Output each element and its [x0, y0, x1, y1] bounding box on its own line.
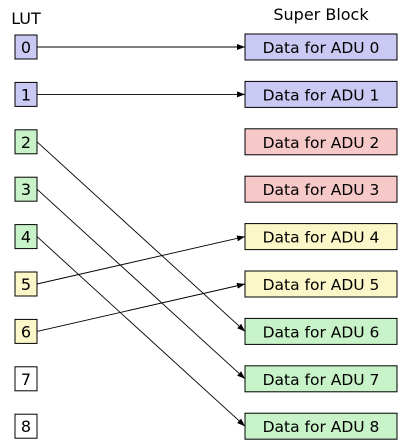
superblock-label: Data for ADU 3 — [263, 181, 380, 199]
superblock-entry: Data for ADU 3 — [244, 175, 398, 203]
superblock-entry: Data for ADU 7 — [244, 365, 398, 393]
lut-box — [14, 413, 38, 439]
lut-box — [14, 81, 38, 107]
lut-entry: 3 — [14, 176, 38, 202]
lut-box — [14, 176, 38, 202]
lut-index: 2 — [21, 133, 31, 152]
lut-box — [14, 129, 38, 155]
superblock-box — [244, 80, 398, 108]
superblock-label: Data for ADU 5 — [263, 276, 380, 294]
lut-box — [14, 34, 38, 60]
lut-entry: 4 — [14, 224, 38, 250]
lut-index: 5 — [21, 275, 31, 294]
superblock-entry: Data for ADU 2 — [244, 128, 398, 156]
superblock-box — [244, 270, 398, 298]
lut-box — [14, 366, 38, 392]
lut-entry: 5 — [14, 271, 38, 297]
superblock-title: Super Block — [273, 5, 369, 24]
lut-entry: 1 — [14, 81, 38, 107]
superblock-label: Data for ADU 6 — [263, 323, 380, 341]
lut-entry: 7 — [14, 366, 38, 392]
lut-index: 3 — [21, 180, 31, 199]
lut-box — [14, 271, 38, 297]
superblock-box — [244, 365, 398, 393]
superblock-label: Data for ADU 4 — [263, 229, 380, 247]
superblock-entry: Data for ADU 0 — [244, 33, 398, 61]
lut-index: 6 — [21, 322, 31, 341]
superblock-box — [244, 412, 398, 440]
superblock-label: Data for ADU 7 — [263, 371, 380, 389]
superblock-column: Data for ADU 0 Data for ADU 1 Data for ADU… — [244, 33, 398, 440]
lut-box — [14, 318, 38, 344]
superblock-entry: Data for ADU 1 — [244, 80, 398, 108]
superblock-label: Data for ADU 0 — [263, 39, 380, 57]
lut-column: 0 1 2 3 4 5 6 7 8 — [14, 34, 38, 439]
superblock-label: Data for ADU 2 — [263, 134, 380, 152]
superblock-label: Data for ADU 8 — [263, 418, 380, 436]
lut-entry: 8 — [14, 413, 38, 439]
mapping-arrows — [36, 44, 246, 427]
lut-box — [14, 224, 38, 250]
mapping-arrow — [36, 282, 246, 332]
lut-entry: 0 — [14, 34, 38, 60]
lut-entry: 2 — [14, 129, 38, 155]
mapping-arrow — [36, 235, 246, 285]
lut-entry: 6 — [14, 318, 38, 344]
lut-index: 4 — [21, 228, 31, 247]
mapping-arrow — [36, 141, 246, 332]
superblock-box — [244, 317, 398, 345]
superblock-box — [244, 33, 398, 61]
superblock-entry: Data for ADU 6 — [244, 317, 398, 345]
superblock-entry: Data for ADU 8 — [244, 412, 398, 440]
superblock-entry: Data for ADU 4 — [244, 223, 398, 251]
mapping-arrow — [36, 188, 246, 380]
lut-index: 0 — [21, 38, 31, 57]
lut-index: 1 — [21, 85, 31, 104]
lut-index: 8 — [21, 417, 31, 436]
superblock-box — [244, 128, 398, 156]
superblock-box — [244, 223, 398, 251]
mapping-arrow — [36, 236, 246, 427]
lut-title: LUT — [11, 9, 41, 28]
superblock-entry: Data for ADU 5 — [244, 270, 398, 298]
lut-index: 7 — [21, 370, 31, 389]
superblock-box — [244, 175, 398, 203]
superblock-label: Data for ADU 1 — [263, 86, 380, 104]
